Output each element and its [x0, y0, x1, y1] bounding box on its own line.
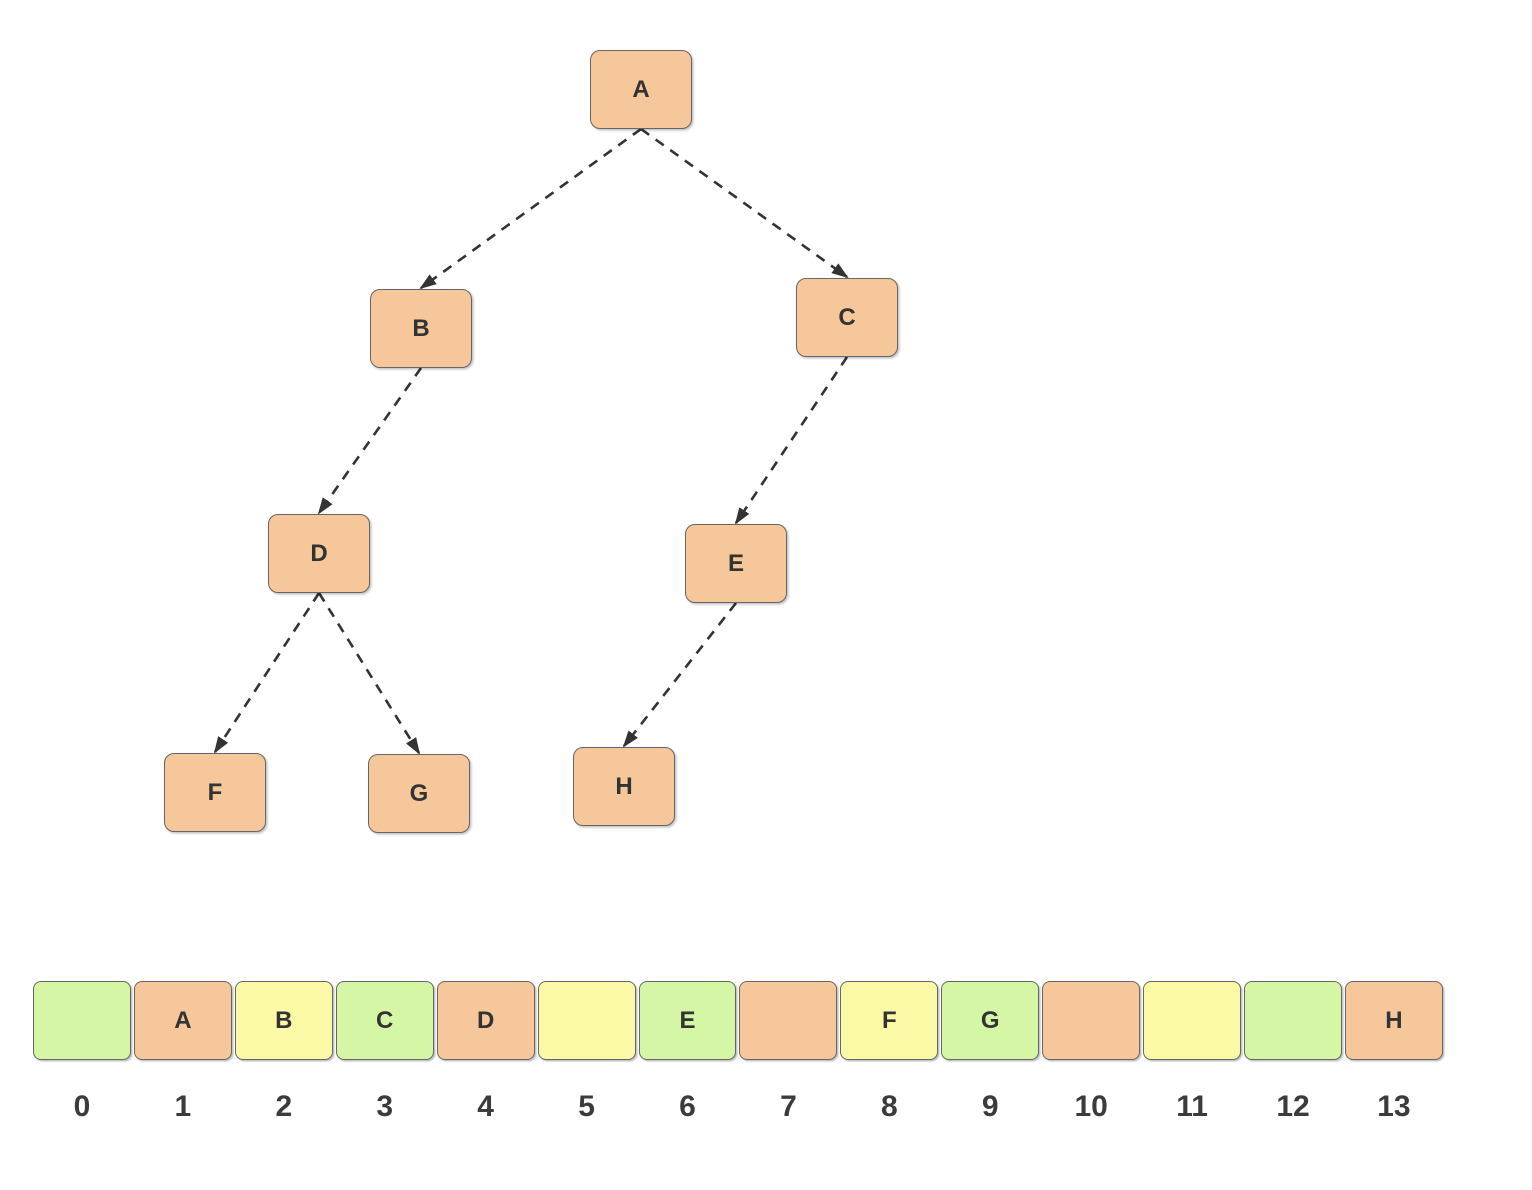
array-index-12: 12	[1276, 1090, 1310, 1123]
tree-edge-D-F	[213, 592, 321, 754]
tree-node-G: G	[368, 754, 470, 833]
tree-edge-A-B	[419, 127, 642, 290]
array-cell-11	[1143, 981, 1242, 1060]
tree-node-label: E	[727, 549, 744, 577]
tree-node-B: B	[370, 289, 472, 368]
array-cell-3: C	[335, 981, 434, 1060]
array-cell-label: D	[476, 1006, 495, 1034]
array-cell-8: F	[840, 981, 939, 1060]
array-cell-label: H	[1385, 1006, 1403, 1034]
array-index-10: 10	[1074, 1090, 1108, 1123]
array-cell-6: E	[638, 981, 737, 1060]
array-cell-1: A	[133, 981, 232, 1060]
array-cell-0	[33, 981, 131, 1060]
array-cell-13: H	[1344, 981, 1443, 1060]
array-index-2: 2	[275, 1090, 293, 1123]
tree-node-D: D	[268, 514, 370, 593]
tree-node-H: H	[573, 747, 675, 826]
array-cell-label: E	[679, 1006, 696, 1034]
tree-node-label: G	[409, 779, 429, 807]
tree-node-label: A	[632, 75, 650, 103]
array-cell-7	[739, 981, 838, 1060]
tree-node-label: H	[615, 772, 633, 800]
array-row: A B C D E F G H	[33, 981, 1443, 1060]
array-cell-label: F	[882, 1006, 897, 1034]
tree-edge-E-H	[622, 602, 738, 748]
array-index-3: 3	[376, 1090, 394, 1123]
tree-edge-D-G	[317, 592, 421, 755]
array-cell-label: G	[980, 1006, 1000, 1034]
array-index-1: 1	[174, 1090, 192, 1123]
tree-node-label: F	[207, 778, 223, 806]
array-index-8: 8	[880, 1090, 898, 1123]
array-cell-5	[537, 981, 636, 1060]
tree-node-F: F	[164, 753, 266, 832]
array-cell-label: C	[376, 1006, 394, 1034]
array-index-13: 13	[1377, 1090, 1411, 1123]
tree-node-E: E	[685, 524, 787, 603]
array-cell-10	[1042, 981, 1141, 1060]
tree-edge-B-D	[317, 367, 423, 515]
array-cell-2: B	[234, 981, 333, 1060]
array-index-6: 6	[679, 1090, 696, 1123]
array-index-11: 11	[1176, 1090, 1208, 1123]
tree-node-C: C	[796, 278, 898, 357]
tree-node-A: A	[590, 50, 692, 129]
tree-node-label: B	[412, 314, 430, 342]
array-index-9: 9	[981, 1090, 999, 1123]
array-cell-9: G	[941, 981, 1040, 1060]
array-cell-label: A	[174, 1006, 192, 1034]
tree-edge-C-E	[734, 356, 849, 525]
tree-node-label: D	[310, 539, 328, 567]
tree-edge-A-C	[640, 127, 849, 279]
array-index-7: 7	[780, 1090, 797, 1123]
array-cell-12	[1244, 981, 1342, 1060]
array-index-4: 4	[477, 1090, 494, 1123]
tree-node-label: C	[838, 303, 856, 331]
array-index-5: 5	[578, 1090, 595, 1123]
array-cell-label: B	[275, 1006, 293, 1034]
array-index-0: 0	[73, 1090, 91, 1123]
array-cell-4: D	[436, 981, 535, 1060]
